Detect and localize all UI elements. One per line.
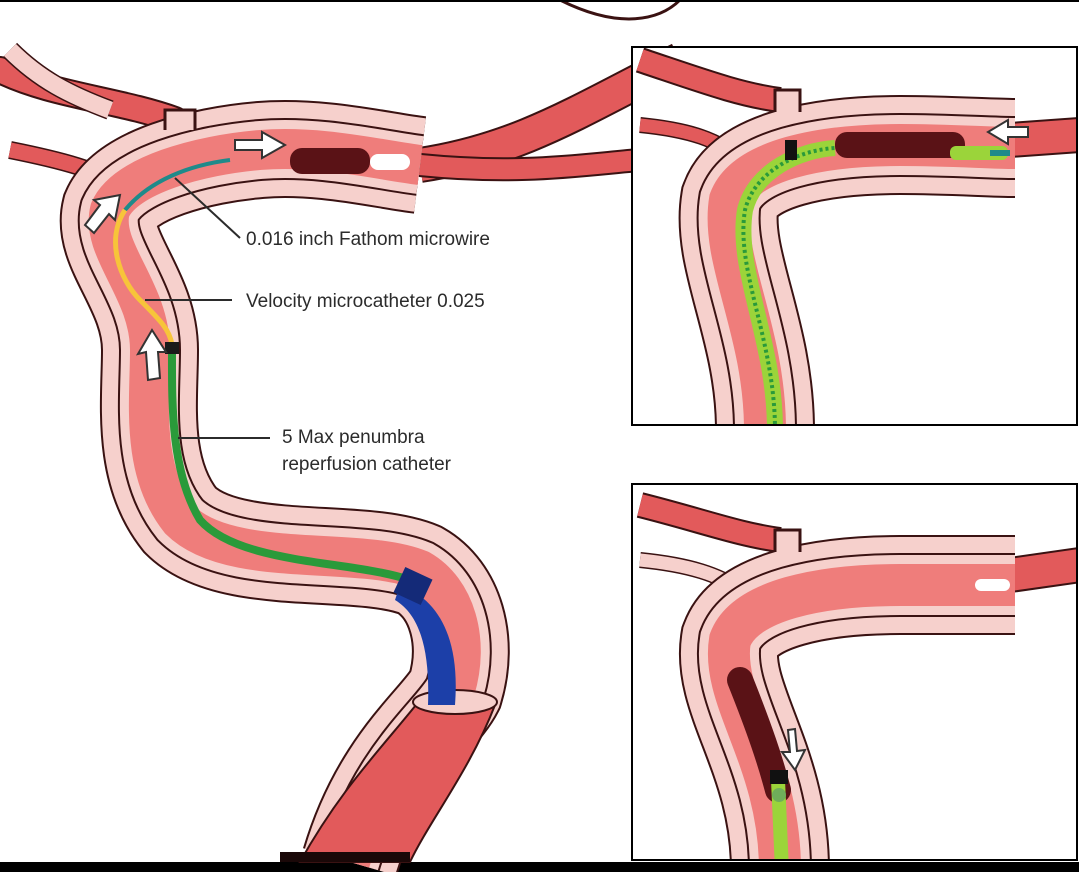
- leader-line-microwire: [174, 177, 241, 239]
- label-microcatheter: Velocity microcatheter 0.025: [246, 291, 485, 312]
- bottom-bar: [0, 862, 1079, 872]
- microwire: [123, 158, 231, 212]
- reperfusion-catheter: [167, 344, 412, 584]
- direction-arrow-icon: [83, 193, 122, 235]
- main-vessel-illustration: [0, 0, 689, 872]
- direction-arrow-icon: [780, 727, 807, 772]
- thrombus: [290, 148, 370, 174]
- inset-top: [631, 46, 1078, 426]
- direction-arrow-icon: [986, 118, 1029, 146]
- catheter-tip: [395, 585, 456, 705]
- label-microwire: 0.016 inch Fathom microwire: [246, 229, 490, 250]
- microcatheter: [113, 208, 175, 346]
- direction-arrow-icon: [234, 130, 288, 160]
- direction-arrow-icon: [135, 328, 168, 382]
- label-reperfusion-line1: 5 Max penumbra: [282, 427, 425, 448]
- label-reperfusion-line2: reperfusion catheter: [282, 454, 451, 475]
- inset-bottom: [631, 483, 1078, 861]
